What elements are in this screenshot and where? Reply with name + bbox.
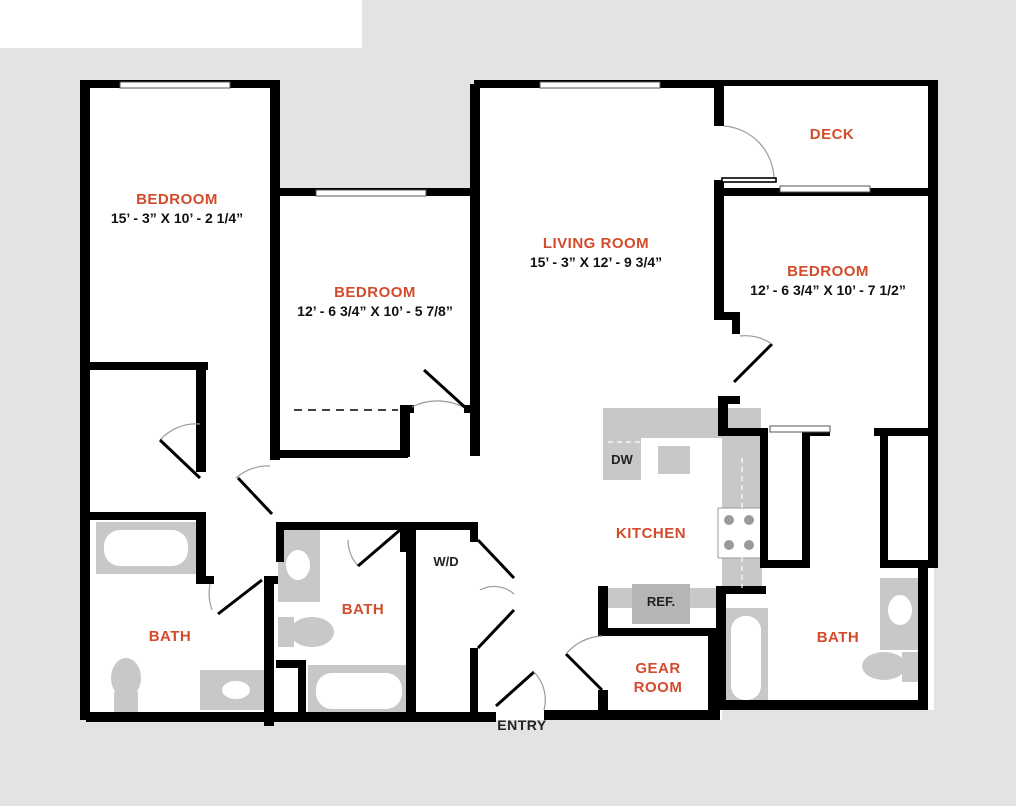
bedroom-right-dims: 12’ - 6 3/4” X 10’ - 7 1/2”	[750, 282, 906, 298]
bath-right-name: BATH	[817, 629, 860, 646]
deck-name: DECK	[810, 126, 855, 143]
entry-label: ENTRY	[497, 717, 547, 733]
bedroom-right-name: BEDROOM	[787, 263, 869, 280]
refrigerator	[632, 584, 690, 624]
washer-dryer-label: W/D	[433, 554, 458, 569]
bath-fixtures	[96, 522, 920, 717]
sink	[658, 446, 690, 474]
cooktop	[717, 507, 763, 559]
gear-room-name-line2: ROOM	[634, 679, 683, 696]
gear-room-name-line1: GEAR	[635, 660, 680, 677]
kitchen-name: KITCHEN	[616, 525, 686, 542]
kitchen-counters	[603, 408, 763, 624]
living-room-name: LIVING ROOM	[543, 235, 649, 252]
living-room-dims: 15’ - 3” X 12’ - 9 3/4”	[530, 254, 662, 270]
room-labels: BEDROOM 15’ - 3” X 10’ - 2 1/4” BEDROOM …	[111, 126, 906, 696]
windows	[119, 81, 871, 433]
bedroom-left-name: BEDROOM	[136, 191, 218, 208]
bedroom-middle-name: BEDROOM	[334, 284, 416, 301]
bedroom-middle-dims: 12’ - 6 3/4” X 10’ - 5 7/8”	[297, 303, 453, 319]
bedroom-left-dims: 15’ - 3” X 10’ - 2 1/4”	[111, 210, 243, 226]
bath-left-name: BATH	[149, 628, 192, 645]
refrigerator-label: REF.	[647, 594, 675, 609]
interior-floor	[82, 84, 934, 720]
fixture-labels: DW W/D REF. ENTRY	[433, 452, 675, 733]
doors	[158, 125, 885, 711]
dishwasher-label: DW	[611, 452, 633, 467]
bath-middle-name: BATH	[342, 601, 385, 618]
